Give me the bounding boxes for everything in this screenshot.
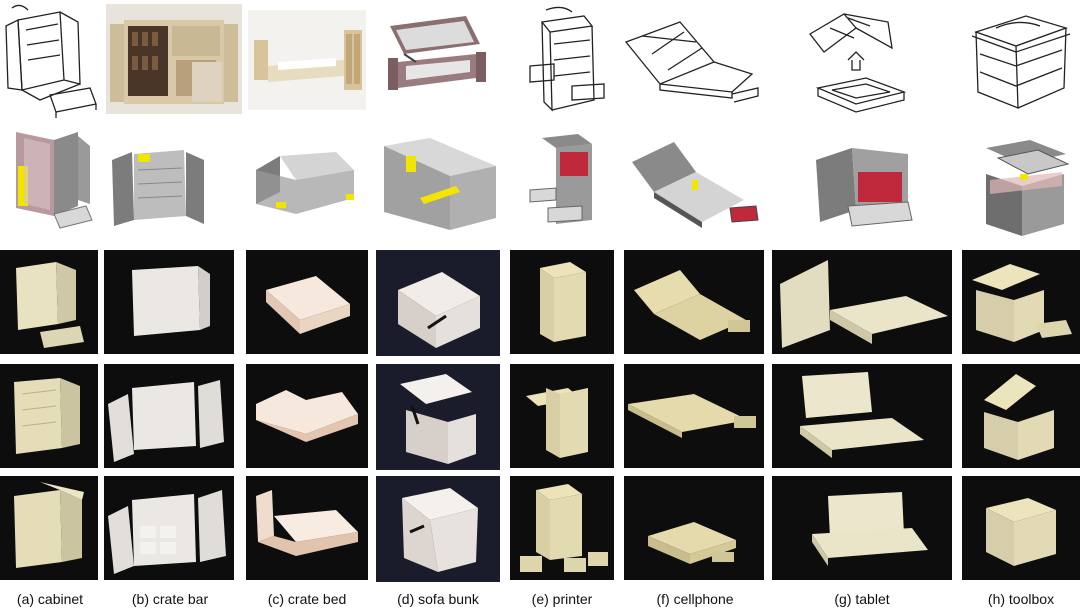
caption-tablet: (g) tablet [834,591,890,607]
print-crate-bed-1 [246,250,368,354]
print-crate-bed-3 [246,476,368,580]
print-toolbox-1 [962,250,1080,354]
caption-crate-bed: (c) crate bed [267,591,347,607]
sketch-tablet [800,8,912,116]
model-sofa-bunk [376,132,506,236]
sketch-toolbox [966,6,1074,114]
model-tablet [812,140,916,232]
caption-cabinet: (a) cabinet [16,591,84,607]
model-crate-bar [104,140,214,234]
sketch-cellphone [622,14,762,114]
print-crate-bar-3 [104,476,234,580]
print-crate-bar-2 [104,364,234,468]
sketch-printer [512,6,612,114]
print-printer-3 [510,476,614,580]
print-cabinet-1 [0,250,98,354]
print-cellphone-3 [624,476,764,580]
print-tablet-1 [772,250,952,354]
print-printer-2 [510,364,614,468]
print-crate-bed-2 [246,364,368,468]
caption-toolbox: (h) toolbox [987,591,1055,607]
print-tablet-3 [772,476,952,580]
print-sofa-bunk-1 [376,250,500,356]
caption-crate-bar: (b) crate bar [131,591,209,607]
print-cabinet-2 [0,364,98,468]
print-sofa-bunk-3 [376,476,500,582]
model-cabinet [6,126,106,240]
photo-crate-bar [106,4,242,114]
model-toolbox [976,134,1072,238]
caption-printer: (e) printer [531,591,593,607]
print-toolbox-3 [962,476,1080,580]
print-printer-1 [510,250,614,354]
model-cellphone [626,138,768,232]
print-toolbox-2 [962,364,1080,468]
print-cabinet-3 [0,476,98,580]
print-cellphone-2 [624,364,764,468]
print-sofa-bunk-2 [376,364,500,470]
model-printer [522,130,612,236]
sketch-cabinet [0,0,100,120]
print-tablet-2 [772,364,952,468]
photo-sofa-bunk [376,8,492,110]
caption-cellphone: (f) cellphone [656,591,734,607]
caption-sofa-bunk: (d) sofa bunk [397,591,479,607]
photo-crate-bed [248,10,366,110]
print-cellphone-1 [624,250,764,354]
model-crate-bed [250,140,360,230]
print-crate-bar-1 [104,250,234,354]
